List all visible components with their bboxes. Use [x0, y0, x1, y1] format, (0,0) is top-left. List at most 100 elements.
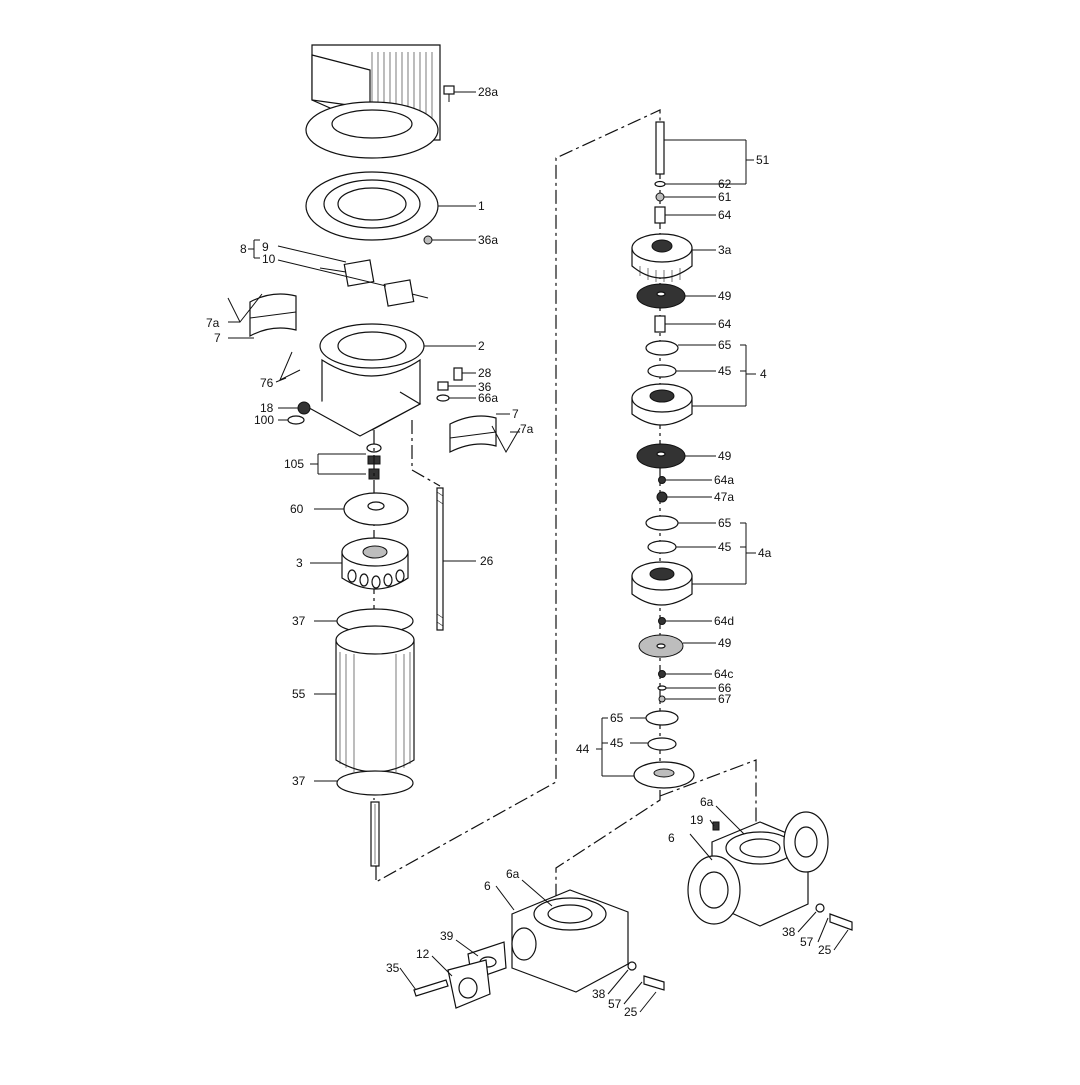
nut-64a [658, 476, 712, 484]
label-45-b: 45 [718, 540, 732, 554]
label-61: 61 [718, 190, 732, 204]
base-plate-44 [596, 717, 695, 789]
label-7-right: 7 [512, 407, 519, 421]
label-67: 67 [718, 692, 732, 706]
centerline-connector [375, 109, 661, 884]
label-55: 55 [292, 687, 306, 701]
label-1: 1 [478, 199, 485, 213]
label-65-b: 65 [718, 516, 732, 530]
label-57-left: 57 [608, 997, 622, 1011]
chamber-3 [310, 537, 409, 590]
label-38-right: 38 [782, 925, 796, 939]
label-6a-left: 6a [506, 867, 520, 881]
label-64c: 64c [714, 667, 733, 681]
label-8: 8 [240, 242, 247, 256]
label-64a: 64a [714, 473, 734, 487]
label-51: 51 [756, 153, 770, 167]
nut-64c [658, 670, 712, 678]
chamber-4 [631, 344, 756, 426]
label-36: 36 [478, 380, 492, 394]
label-45-c: 45 [610, 736, 624, 750]
label-49-c: 49 [718, 636, 732, 650]
neck-ring-65-b [645, 515, 716, 531]
flange-ring-1 [305, 171, 476, 241]
ring-45-a [647, 364, 716, 378]
washer-66 [657, 685, 716, 691]
label-64-top: 64 [718, 208, 732, 222]
neck-ring-65-a [645, 340, 716, 356]
sleeve-64-top [654, 206, 716, 224]
label-7a-right: 7a [520, 422, 534, 436]
coupling-guard-left [227, 293, 297, 339]
bolt-nut-washer [436, 367, 476, 402]
shaft-seal-105 [310, 443, 382, 480]
disc-60 [314, 492, 409, 526]
label-6a-right: 6a [700, 795, 714, 809]
label-38-left: 38 [592, 987, 606, 1001]
plug-18 [278, 401, 311, 425]
label-3a: 3a [718, 243, 732, 257]
label-28a: 28a [478, 85, 498, 99]
motor-stool-2 [275, 323, 476, 437]
label-37-bottom: 37 [292, 774, 306, 788]
motor [305, 44, 441, 159]
ring-45-c [630, 737, 677, 751]
label-4a: 4a [758, 546, 772, 560]
label-100: 100 [254, 413, 274, 427]
shaft-lower [370, 801, 380, 867]
label-49-b: 49 [718, 449, 732, 463]
label-9: 9 [262, 240, 269, 254]
label-60: 60 [290, 502, 304, 516]
label-3: 3 [296, 556, 303, 570]
o-ring-37-bottom [314, 770, 414, 796]
label-35: 35 [386, 961, 400, 975]
label-66: 66 [718, 681, 732, 695]
label-18: 18 [260, 401, 274, 415]
label-36a: 36a [478, 233, 498, 247]
label-26: 26 [480, 554, 494, 568]
tie-bolt-26 [436, 487, 476, 631]
label-44: 44 [576, 742, 590, 756]
outer-sleeve-55 [314, 625, 415, 773]
nut-67 [658, 695, 716, 703]
neck-ring-65-c [630, 710, 679, 726]
label-25-right: 25 [818, 943, 832, 957]
sleeve-47a [656, 491, 712, 503]
label-47a: 47a [714, 490, 734, 504]
pump-base-inline [687, 805, 853, 951]
label-49-a: 49 [718, 289, 732, 303]
part-labels: 28a 1 36a 8 9 10 7a 7 2 76 28 36 66a 18 … [206, 85, 832, 1019]
nut-36a [423, 235, 476, 245]
pump-base-side [399, 879, 665, 1013]
impeller-49-a [636, 283, 716, 309]
nut-61 [655, 192, 716, 202]
chamber-3a [631, 233, 716, 282]
label-62: 62 [718, 177, 732, 191]
label-57-right: 57 [800, 935, 814, 949]
label-76: 76 [260, 376, 274, 390]
label-66a: 66a [478, 391, 498, 405]
label-39: 39 [440, 929, 454, 943]
label-6-left: 6 [484, 879, 491, 893]
label-64d: 64d [714, 614, 734, 628]
centerline-to-base-left [555, 790, 661, 900]
label-2: 2 [478, 339, 485, 353]
centerline-tie-bolt-2 [411, 469, 441, 487]
sleeve-64-mid [654, 315, 716, 333]
label-45-a: 45 [718, 364, 732, 378]
label-19: 19 [690, 813, 704, 827]
label-65-a: 65 [718, 338, 732, 352]
label-10: 10 [262, 252, 276, 266]
bolt-28a [443, 85, 476, 102]
ring-45-b [647, 540, 716, 554]
chamber-4a [631, 522, 756, 606]
impeller-49-c [638, 634, 716, 658]
label-65-c: 65 [610, 711, 624, 725]
label-7-left: 7 [214, 331, 221, 345]
centerline-to-base-right [659, 759, 757, 850]
shaft-51 [655, 121, 754, 184]
label-37-top: 37 [292, 614, 306, 628]
label-105: 105 [284, 457, 304, 471]
label-28: 28 [478, 366, 492, 380]
